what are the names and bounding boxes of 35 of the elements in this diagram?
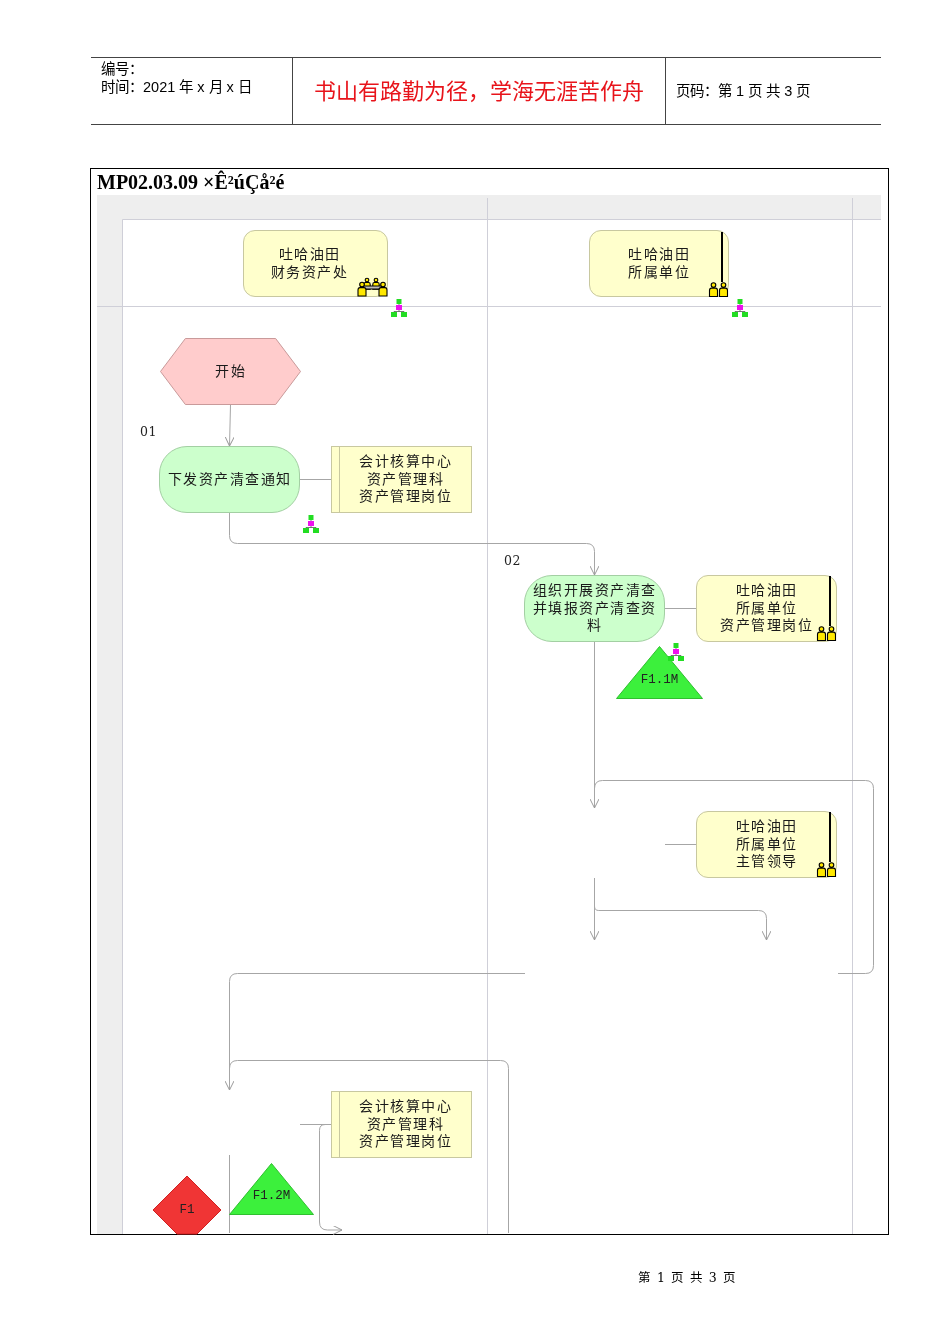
role-name: 会计核算中心资产管理科资产管理岗位 [359, 453, 452, 506]
header-slogan: 书山有路勤为径，学海无涯苦作舟 [313, 79, 645, 105]
role-box [243, 230, 388, 297]
document-code: F1.1M [640, 672, 679, 688]
header-field: 编号： [101, 60, 143, 78]
header-field: 时间：2021 年 x 月 x 日 [101, 78, 252, 96]
activity-box [159, 446, 300, 513]
role-box [331, 446, 472, 513]
activity-box [524, 575, 665, 642]
process-code: F1 [179, 1202, 195, 1218]
document-triangle [229, 1163, 314, 1215]
activity-label: 组织开展资产清查并填报资产清查资料 [532, 582, 657, 635]
role-box [331, 1091, 472, 1158]
step-number: 01 [140, 424, 157, 440]
role-name: 吐哈油田所属单位资产管理岗位 [720, 582, 813, 635]
connector [299, 479, 332, 480]
role-name: 吐哈油田所属单位 [628, 246, 690, 281]
document-triangle [616, 646, 703, 699]
start-hexagon [160, 338, 301, 405]
role-box [589, 230, 729, 297]
process-diamond [153, 1176, 221, 1234]
diagram-title: MP02.03.09 ×Ê²úÇå²é [97, 170, 285, 194]
page-number: 页码：第 1 页 共 3 页 [676, 82, 811, 100]
role-name: 吐哈油田财务资产处 [270, 246, 349, 281]
role-box [696, 811, 837, 878]
activity-label: 下发资产清查通知 [167, 470, 292, 489]
event-label: 开始 [215, 362, 246, 381]
connector [664, 844, 697, 845]
role-name: 会计核算中心资产管理科资产管理岗位 [359, 1098, 452, 1151]
role-box [696, 575, 837, 642]
page-number: 第 1 页 共 3 页 [638, 1270, 737, 1286]
connector [664, 608, 697, 609]
role-name: 吐哈油田所属单位主管领导 [735, 818, 798, 871]
document-code: F1.2M [252, 1188, 291, 1204]
step-number: 02 [504, 553, 521, 569]
